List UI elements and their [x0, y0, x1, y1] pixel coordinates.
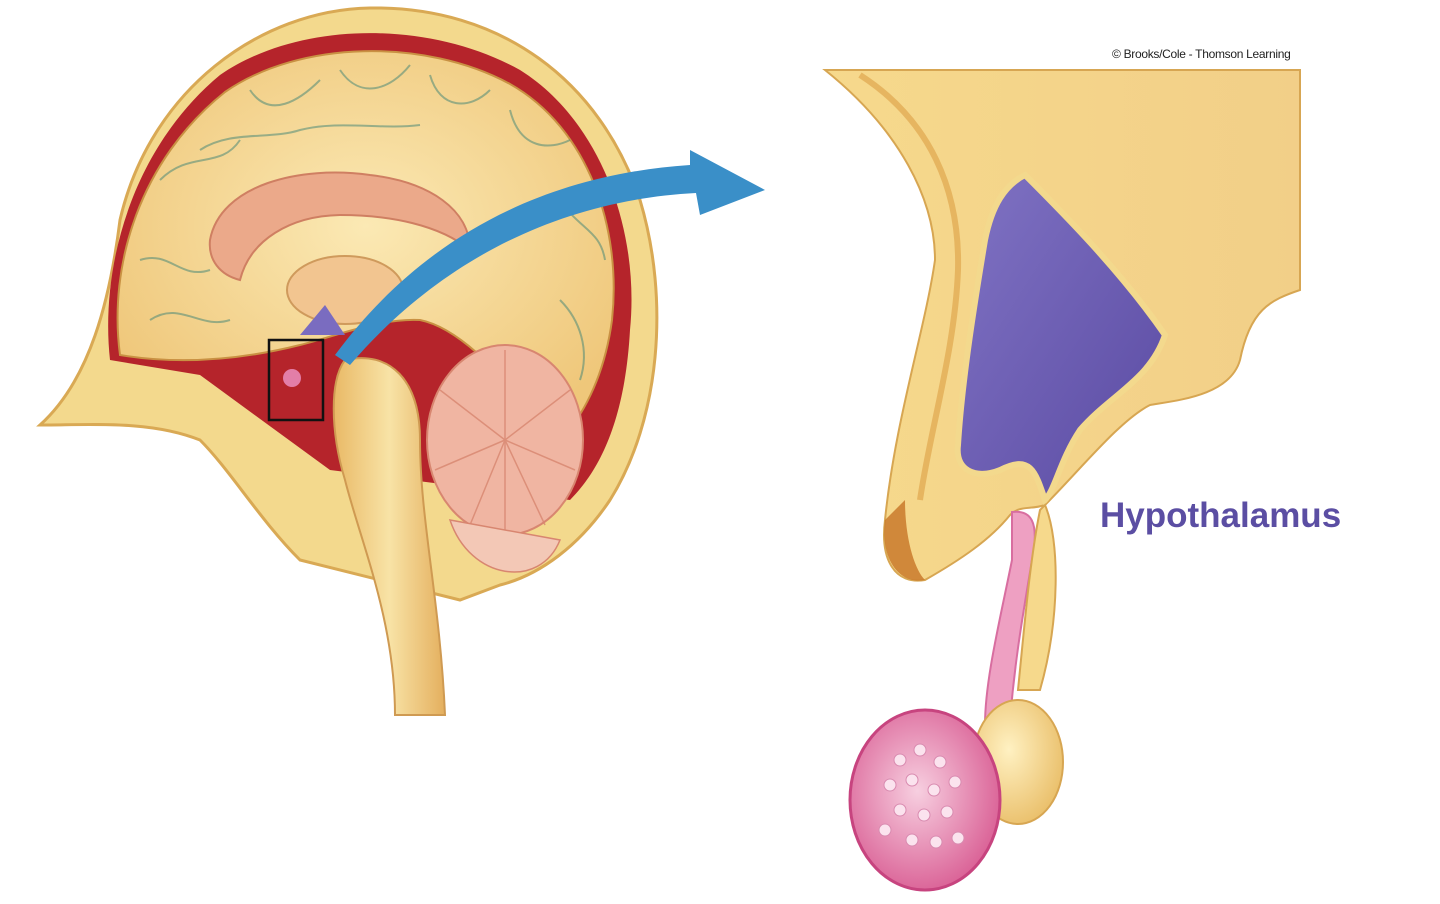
- zoom-arrow-icon: [335, 150, 765, 365]
- cerebrum: [116, 50, 615, 442]
- gyri-folds: [139, 64, 606, 381]
- hypothalamus-small: [300, 305, 345, 335]
- hypothalamus-closeup-illustration: [822, 69, 1301, 892]
- cerebellum-lower: [448, 519, 562, 573]
- hypothalamus-region: [954, 171, 1169, 506]
- brain-sagittal-illustration: [36, 6, 659, 716]
- closeup-fold: [858, 72, 962, 501]
- closeup-underside: [884, 500, 925, 581]
- zoom-box: [267, 338, 325, 422]
- copyright-credit: © Brooks/Cole - Thomson Learning: [1112, 47, 1291, 61]
- anterior-pituitary: [848, 708, 1002, 892]
- pituitary-stalk: [983, 510, 1036, 727]
- hypothalamus-label: Hypothalamus: [1100, 496, 1342, 535]
- cerebellum-folia: [434, 350, 576, 530]
- brainstem: [332, 357, 447, 716]
- pituitary-small: [283, 369, 301, 387]
- corpus-callosum: [208, 171, 472, 282]
- pituitary-cells: [878, 743, 965, 849]
- posterior-stalk: [1016, 503, 1057, 691]
